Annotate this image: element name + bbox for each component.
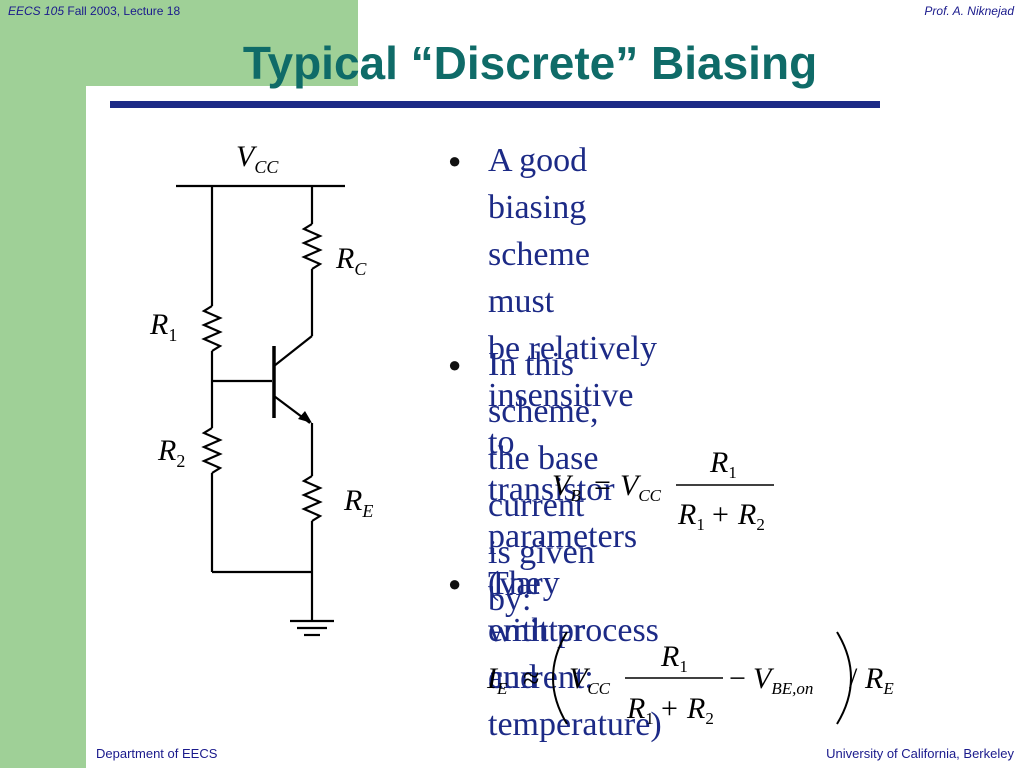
vbe-subscript: BE,on bbox=[771, 679, 813, 698]
vcc-label: V bbox=[236, 140, 258, 173]
sidebar-band bbox=[0, 0, 86, 768]
bullet-line: with process and temperature) bbox=[488, 612, 662, 743]
vcc-subscript: CC bbox=[638, 486, 661, 505]
svg-text:VCC: VCC bbox=[620, 469, 662, 505]
r1-label-sub: 1 bbox=[168, 325, 177, 345]
denominator-r2: R bbox=[737, 498, 756, 531]
r1-label: R bbox=[149, 308, 168, 341]
slash-sign: / bbox=[849, 662, 858, 695]
header-course-info: EECS 105 Fall 2003, Lecture 18 bbox=[8, 4, 180, 18]
equals-sign: = bbox=[594, 469, 611, 502]
footer-university: University of California, Berkeley bbox=[826, 746, 1014, 761]
svg-text:R1: R1 bbox=[149, 308, 177, 345]
approx-sign: ≈ bbox=[523, 662, 539, 695]
bullet-dot: ● bbox=[448, 352, 462, 377]
left-paren bbox=[552, 631, 568, 725]
r2-resistor bbox=[201, 427, 223, 474]
vbe-symbol: V bbox=[753, 662, 775, 695]
footer-department: Department of EECS bbox=[96, 746, 218, 761]
numerator-r: R bbox=[709, 446, 728, 479]
transistor-collector-leg bbox=[273, 335, 313, 367]
re-label-sub: E bbox=[361, 501, 373, 521]
plus-sign: + bbox=[712, 498, 729, 531]
course-term: Fall 2003, Lecture 18 bbox=[67, 4, 181, 18]
right-paren bbox=[836, 631, 852, 725]
vcc-symbol: V bbox=[620, 469, 642, 502]
bullet-text: The emitter current: bbox=[488, 560, 594, 701]
re-symbol: R bbox=[864, 662, 883, 695]
bullet-text: In this scheme, the base current is give… bbox=[488, 341, 598, 623]
svg-text:R1: R1 bbox=[709, 446, 737, 482]
numerator-sub: 1 bbox=[728, 463, 737, 482]
svg-text:RC: RC bbox=[335, 242, 367, 279]
vcc-subscript: CC bbox=[587, 679, 610, 698]
svg-text:VCC: VCC bbox=[236, 140, 279, 177]
header-author: Prof. A. Niknejad bbox=[924, 4, 1014, 18]
rc-label-sub: C bbox=[354, 259, 367, 279]
rc-resistor bbox=[301, 223, 323, 270]
svg-text:R1: R1 bbox=[660, 640, 688, 676]
plus-sign: + bbox=[661, 692, 678, 725]
vcc-label-sub: CC bbox=[254, 157, 279, 177]
bullet-line: be relatively insensitive to bbox=[488, 330, 657, 461]
svg-text:R1: R1 bbox=[677, 498, 705, 534]
svg-text:RE: RE bbox=[343, 484, 373, 521]
denominator-r1-sub: 1 bbox=[696, 515, 705, 534]
denominator-r1-sub: 1 bbox=[645, 709, 654, 728]
svg-text:R2: R2 bbox=[157, 434, 185, 471]
numerator-r: R bbox=[660, 640, 679, 673]
svg-text:R2: R2 bbox=[686, 692, 714, 728]
ie-symbol: I bbox=[486, 662, 499, 695]
bullet-dot: ● bbox=[448, 148, 462, 173]
bullet-text: A good biasing scheme must be relatively… bbox=[488, 137, 662, 748]
bullet-line: transistor parameters (vary bbox=[488, 471, 638, 602]
course-code: EECS 105 bbox=[8, 4, 65, 18]
ie-subscript: E bbox=[496, 679, 508, 698]
top-band bbox=[0, 0, 358, 86]
rc-label: R bbox=[335, 242, 354, 275]
vcc-symbol: V bbox=[569, 662, 591, 695]
denominator-r1: R bbox=[626, 692, 645, 725]
vb-symbol: V bbox=[552, 469, 574, 502]
svg-text:RE: RE bbox=[864, 662, 894, 698]
bullet-line: The emitter current: bbox=[488, 565, 594, 696]
bullet-line: A good biasing scheme must bbox=[488, 142, 590, 320]
slide-title: Typical “Discrete” Biasing bbox=[242, 37, 818, 89]
r1-resistor bbox=[201, 305, 223, 352]
equation-ie: IE ≈ VCC R1 R1 + R2 − VBE,on / RE bbox=[486, 631, 894, 728]
vb-subscript: B bbox=[570, 486, 581, 505]
re-subscript: E bbox=[882, 679, 894, 698]
numerator-sub: 1 bbox=[679, 657, 688, 676]
bullet-line: In this scheme, the base bbox=[488, 346, 599, 477]
svg-text:VCC: VCC bbox=[569, 662, 611, 698]
r2-label-sub: 2 bbox=[176, 451, 185, 471]
denominator-r2: R bbox=[686, 692, 705, 725]
svg-text:R2: R2 bbox=[737, 498, 765, 534]
bullet-dot: ● bbox=[448, 571, 462, 596]
denominator-r2-sub: 2 bbox=[705, 709, 714, 728]
r2-label: R bbox=[157, 434, 176, 467]
svg-text:R1: R1 bbox=[626, 692, 654, 728]
re-resistor bbox=[301, 475, 323, 522]
bias-circuit-diagram: VCC RC R1 R2 RE bbox=[149, 140, 373, 637]
title-rule bbox=[110, 101, 880, 108]
equation-vb: VB = VCC R1 R1 + R2 bbox=[552, 446, 774, 534]
minus-sign: − bbox=[729, 662, 746, 695]
svg-text:VB: VB bbox=[552, 469, 581, 505]
denominator-r1: R bbox=[677, 498, 696, 531]
bullet-line: current is given by: bbox=[488, 487, 595, 618]
emitter-arrow bbox=[298, 411, 312, 423]
svg-text:IE: IE bbox=[486, 662, 508, 698]
svg-text:VBE,on: VBE,on bbox=[753, 662, 813, 698]
denominator-r2-sub: 2 bbox=[756, 515, 765, 534]
re-label: R bbox=[343, 484, 362, 517]
